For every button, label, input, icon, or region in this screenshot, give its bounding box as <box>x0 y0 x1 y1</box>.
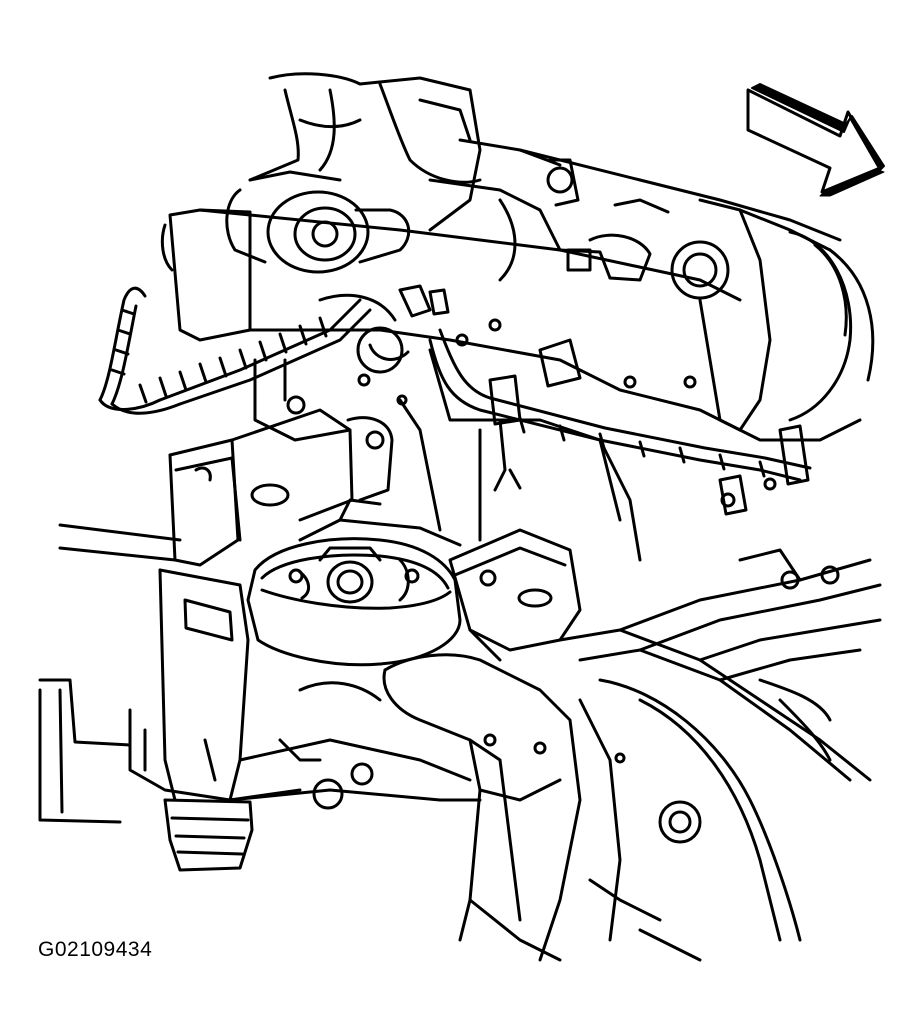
engine-block <box>162 74 872 560</box>
mount-side-bracket <box>450 530 580 660</box>
forward-arrow-icon <box>748 84 884 196</box>
frame-rail <box>40 525 880 960</box>
engine-mount <box>248 500 460 665</box>
wiring-harness <box>100 286 810 514</box>
fasteners <box>359 375 775 506</box>
engine-mount-bracket <box>170 410 392 565</box>
figure-code: G02109434 <box>38 938 153 961</box>
